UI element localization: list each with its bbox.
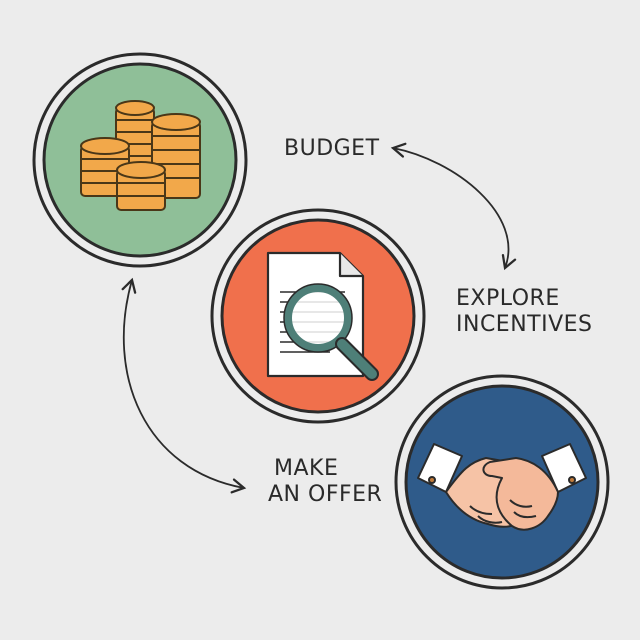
explore-incentives-label: EXPLORE INCENTIVES <box>456 286 593 338</box>
budget-label: BUDGET <box>284 136 380 161</box>
label-line: INCENTIVES <box>456 312 593 337</box>
offer-circle <box>394 374 610 590</box>
arrow-budget-to-incentives <box>390 142 517 271</box>
label-line: MAKE <box>274 456 339 481</box>
make-an-offer-label: MAKE AN OFFER <box>268 456 382 508</box>
arrow-offer-to-budget <box>121 277 247 494</box>
document-search-icon <box>266 251 379 381</box>
handshake-icon <box>417 443 587 531</box>
label-line: AN OFFER <box>268 482 383 507</box>
incentives-circle <box>210 208 426 424</box>
label-line: EXPLORE <box>456 286 560 311</box>
budget-circle <box>32 52 248 268</box>
coins-icon <box>80 100 201 211</box>
